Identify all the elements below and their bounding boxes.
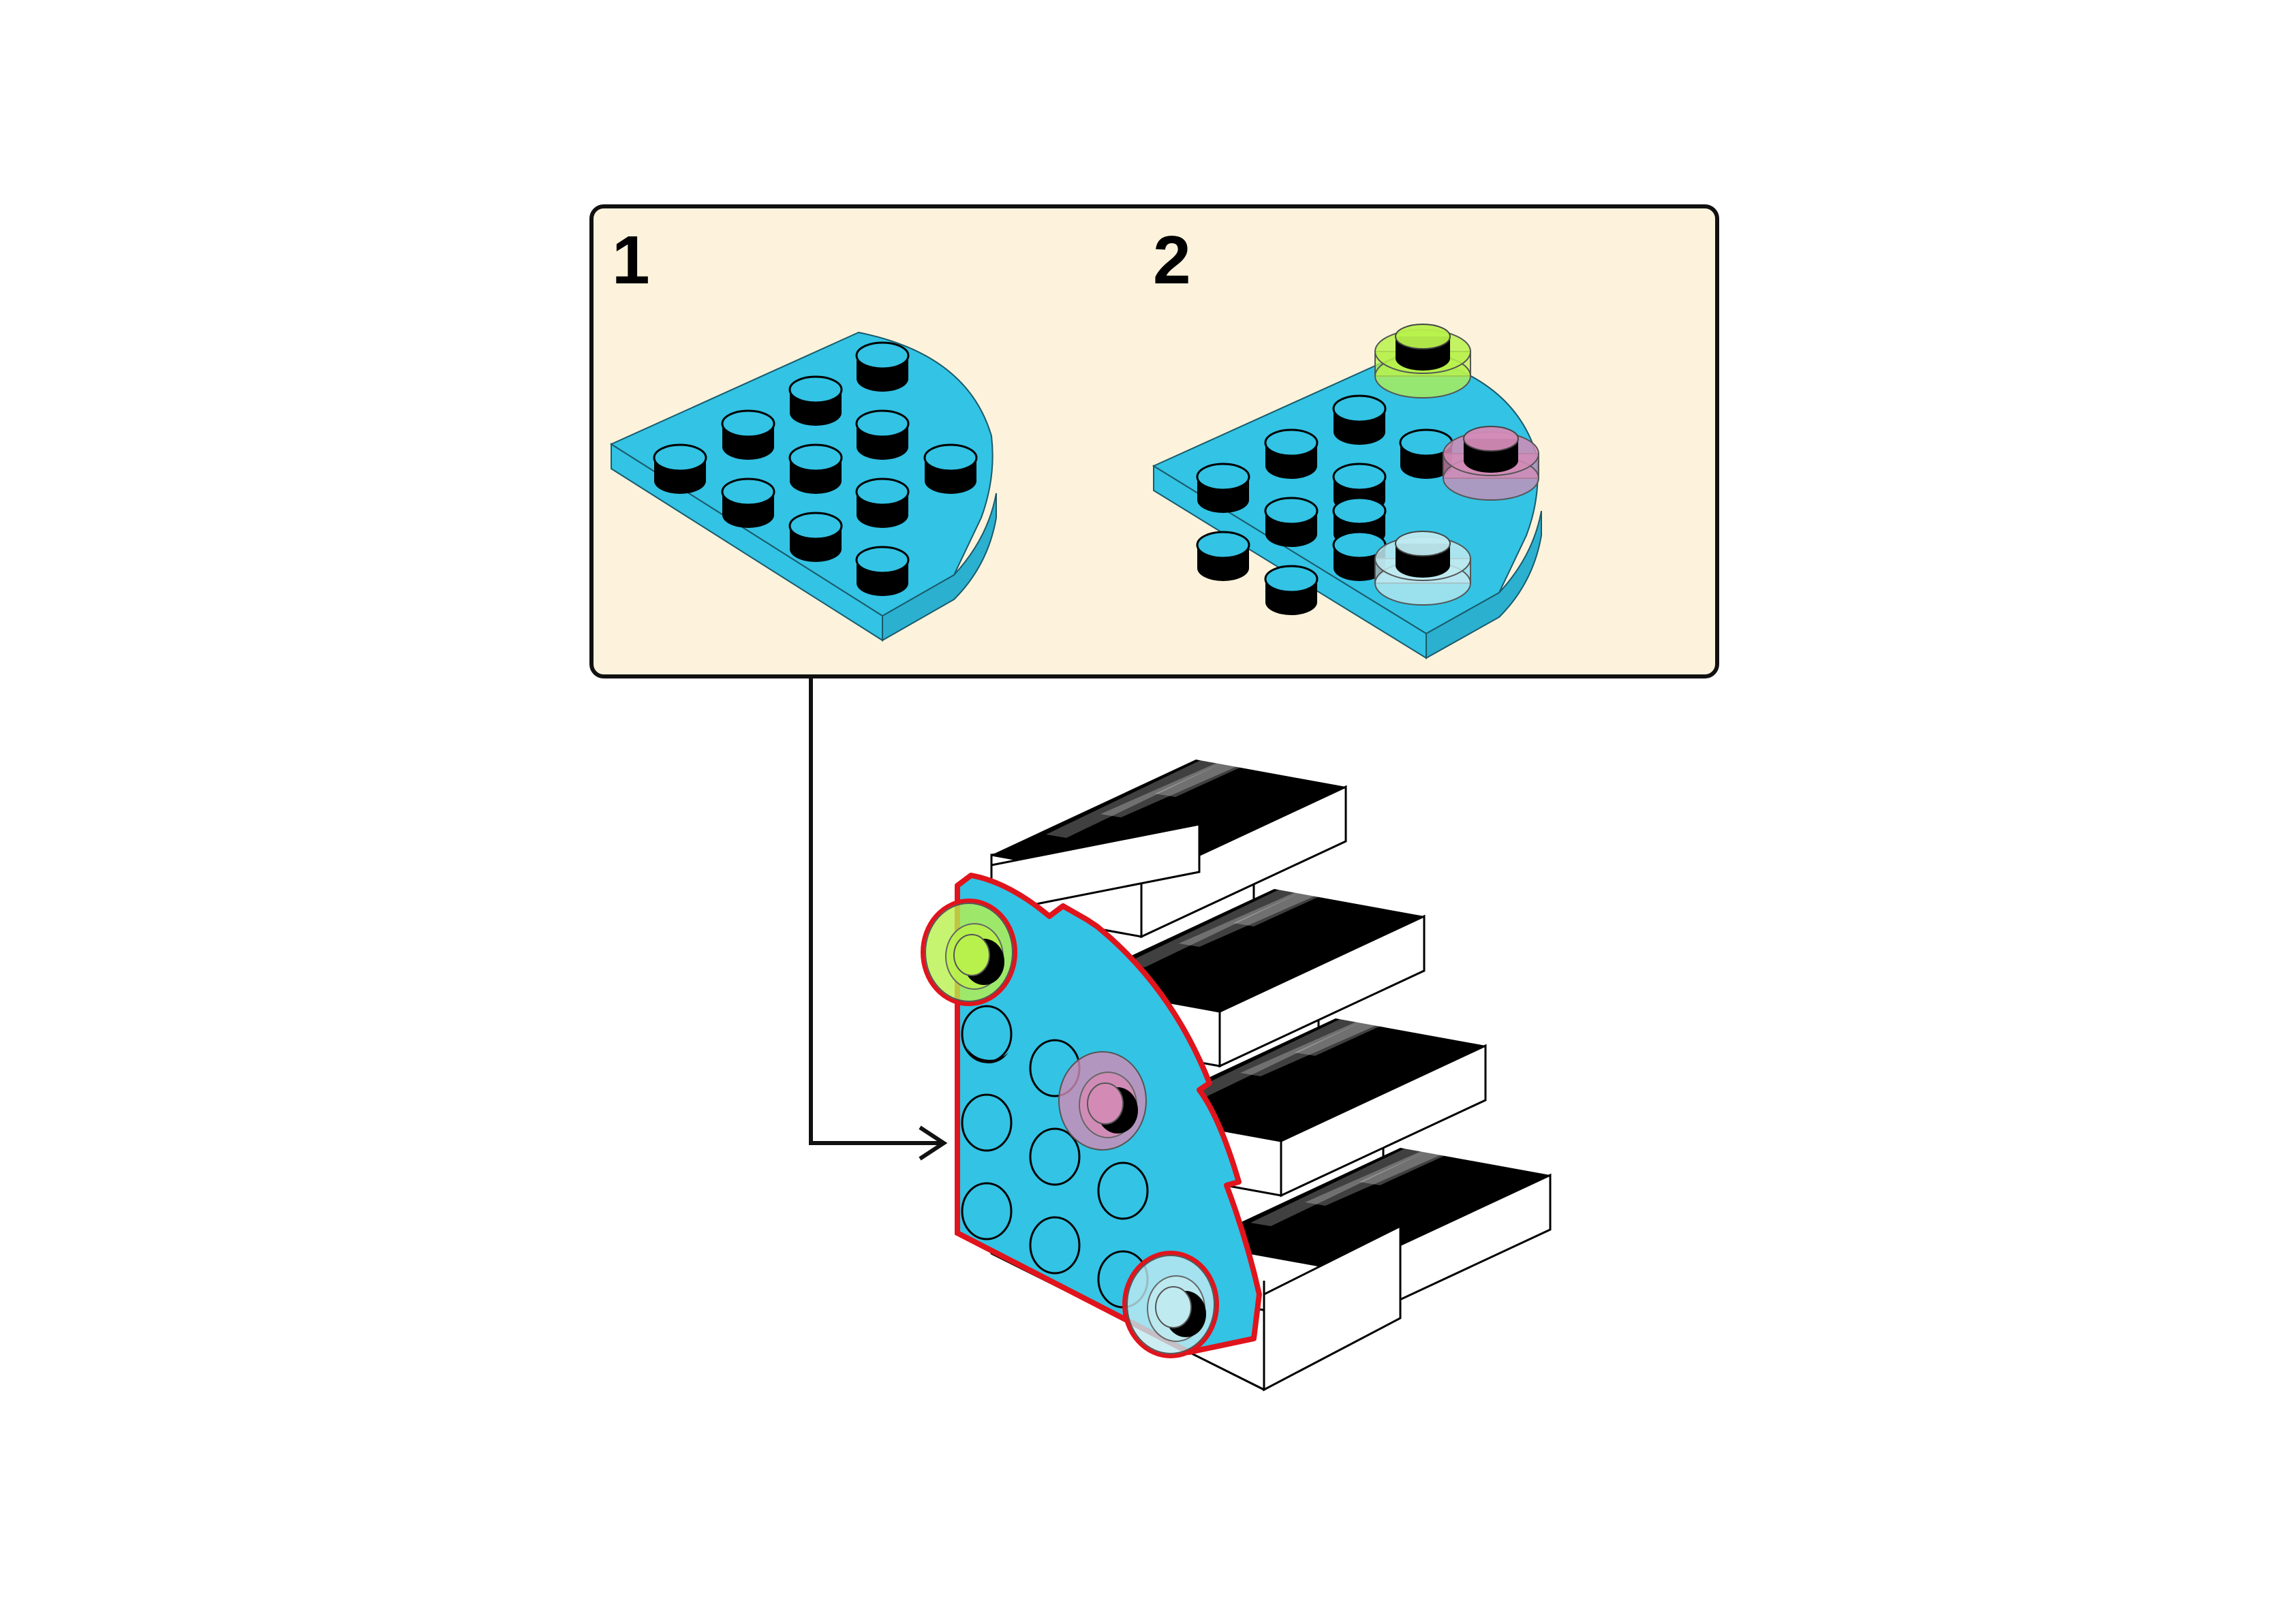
light-blue-round-plate-side <box>1126 1255 1215 1354</box>
quarter-round-plate-substep-1 <box>609 331 997 642</box>
arrow-right-icon <box>809 676 948 1161</box>
substep-number-2: 2 <box>1153 222 1191 298</box>
lime-round-plate <box>1374 324 1471 399</box>
pink-round-plate <box>1443 426 1539 501</box>
pink-round-plate-side <box>1058 1051 1147 1151</box>
lime-round-plate-side <box>925 903 1013 1002</box>
substep-number-1: 1 <box>612 222 650 298</box>
light-blue-round-plate <box>1374 531 1471 606</box>
